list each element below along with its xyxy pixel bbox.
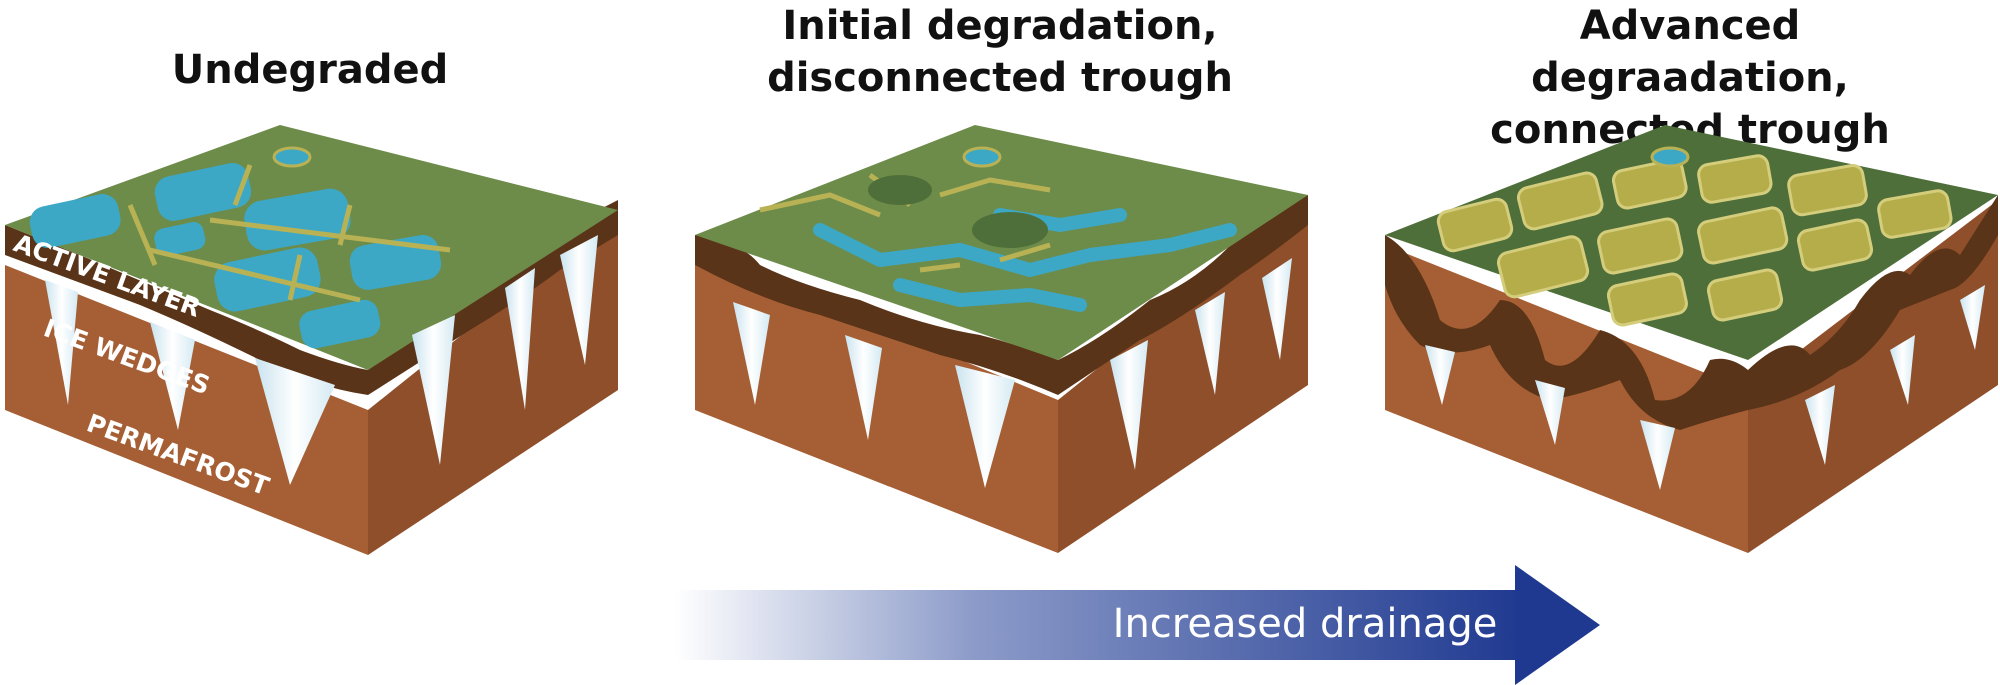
ice-wedge xyxy=(255,358,335,485)
ice-wedge xyxy=(150,322,195,430)
polygon-plateau xyxy=(1606,272,1688,327)
ice-wedge xyxy=(1262,258,1292,360)
ice-wedge xyxy=(845,335,882,440)
block-advanced-degradation xyxy=(1385,125,1998,553)
polygon-plateau xyxy=(1697,154,1773,204)
water-pond xyxy=(29,194,121,248)
panel-title-initial-line2: disconnected trough xyxy=(767,55,1233,101)
active-layer xyxy=(5,200,618,395)
permafrost-right-face xyxy=(1058,200,1308,553)
panel-title-initial: Initial degradation, disconnected trough xyxy=(740,0,1260,104)
polygon-plateau xyxy=(1877,189,1953,239)
ice-wedge xyxy=(733,302,770,405)
polygon-plateau xyxy=(1697,206,1789,265)
drainage-arrow: Increased drainage xyxy=(675,565,1600,685)
active-layer xyxy=(1385,195,1998,430)
active-layer xyxy=(695,195,1308,395)
ice-wedge xyxy=(560,235,598,365)
pond-small xyxy=(962,146,1002,168)
ice-wedge xyxy=(1110,340,1148,470)
water-pond xyxy=(349,235,442,290)
arrow-head xyxy=(1515,565,1600,685)
ice-wedge xyxy=(1195,292,1225,395)
ice-wedge xyxy=(1640,420,1675,490)
arrow-shaft xyxy=(675,590,1525,660)
water-pond xyxy=(154,163,252,221)
block-undegraded: ACTIVE LAYER ICE WEDGES PERMAFROST xyxy=(5,125,618,555)
ice-wedge xyxy=(505,268,535,410)
permafrost-right-face xyxy=(368,210,618,555)
panel-title-advanced-line1: Advanced degraadation, xyxy=(1531,3,1849,101)
polygon-plateau xyxy=(1787,163,1868,217)
permafrost-left-face xyxy=(695,250,1058,553)
block-initial-degradation xyxy=(695,125,1308,553)
polygon-plateau xyxy=(1516,171,1604,231)
polygon-plateau xyxy=(1496,235,1590,299)
ice-wedge xyxy=(1960,285,1985,350)
panel-title-initial-line1: Initial degradation, xyxy=(782,3,1218,49)
ice-wedge xyxy=(1890,335,1915,405)
water-pond xyxy=(299,299,381,349)
ice-wedge xyxy=(412,315,455,465)
raised-polygons xyxy=(1436,154,1953,327)
polygon-plateau xyxy=(1597,217,1684,275)
ice-wedge xyxy=(45,280,78,405)
darker-vegetation-patch xyxy=(868,175,932,205)
panel-title-advanced: Advanced degraadation, connected trough xyxy=(1420,0,1960,156)
water-pond xyxy=(154,221,206,257)
pond-small xyxy=(1650,146,1690,168)
ice-wedge xyxy=(1805,385,1835,465)
polygon-plateau xyxy=(1796,218,1874,272)
pond-small xyxy=(272,146,312,168)
panel-title-undegraded: Undegraded xyxy=(171,47,449,93)
polygon-plateau xyxy=(1611,158,1688,210)
polygon-plateau xyxy=(1706,268,1784,322)
ice-wedge xyxy=(955,365,1015,488)
ice-wedge xyxy=(1425,345,1455,405)
polygon-plateau xyxy=(1436,197,1514,253)
ice-wedge xyxy=(1535,380,1565,445)
polygon-rims xyxy=(127,164,451,303)
darker-vegetation-patch xyxy=(972,212,1048,248)
permafrost-left-face xyxy=(5,265,368,555)
arrow-label: Increased drainage xyxy=(1113,601,1498,647)
